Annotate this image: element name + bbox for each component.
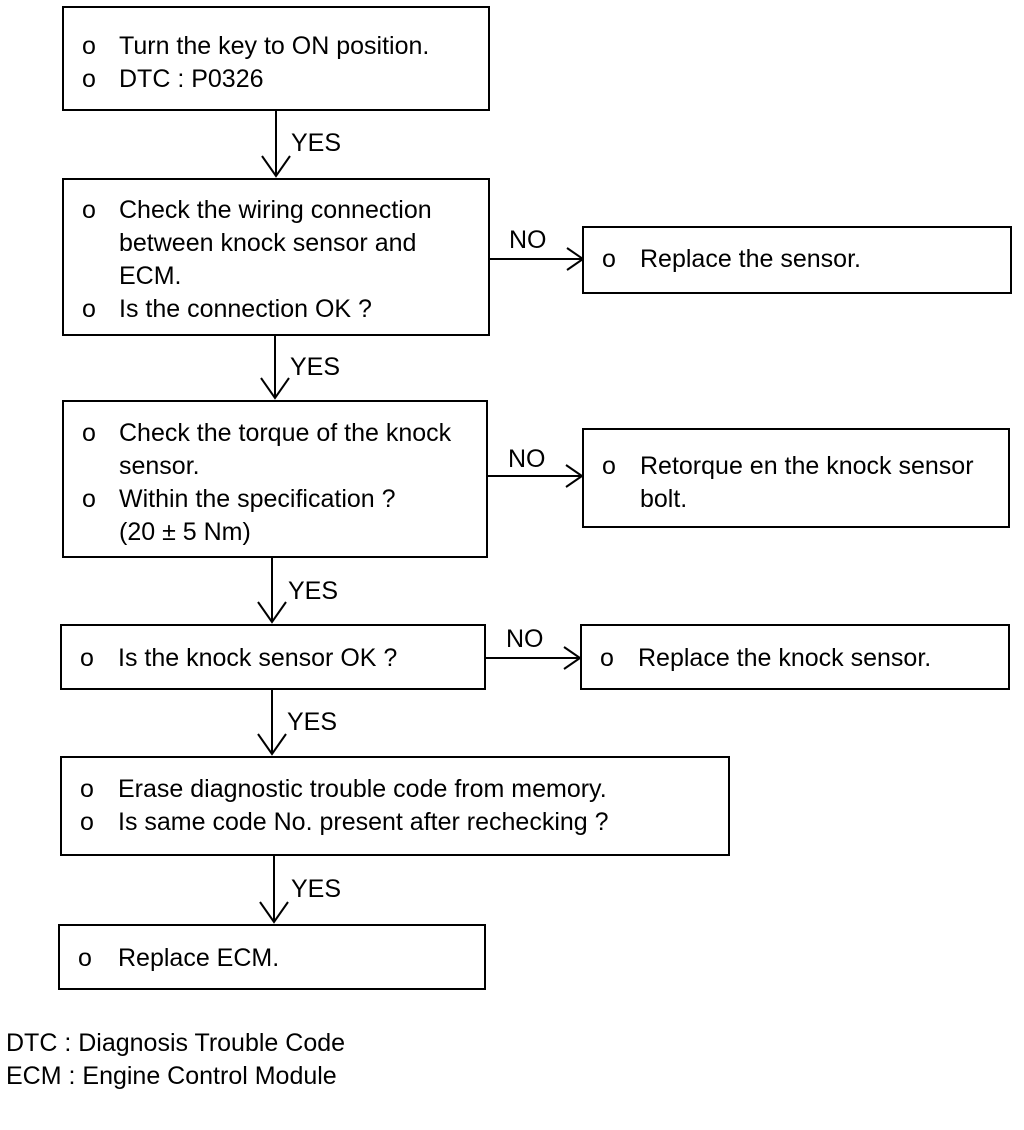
- no-label: NO: [509, 226, 547, 254]
- yes-arrowhead-1: [261, 155, 291, 178]
- bullet: o: [602, 245, 616, 273]
- step-1-line-1: Turn the key to ON position.: [119, 32, 430, 60]
- step-2-line-2: between knock sensor and: [119, 229, 417, 257]
- step-2-line-4: Is the connection OK ?: [119, 295, 372, 323]
- step-box-4: o Is the knock sensor OK ?: [60, 624, 486, 690]
- yes-label: YES: [290, 353, 341, 381]
- yes-label: YES: [291, 875, 342, 903]
- yes-label: YES: [288, 577, 339, 605]
- step-3-line-4: (20 ± 5 Nm): [119, 518, 251, 546]
- bullet: o: [600, 644, 614, 672]
- bullet: o: [80, 808, 94, 836]
- bullet: o: [82, 295, 96, 323]
- step-3-line-1: Check the torque of the knock: [119, 419, 452, 447]
- yes-arrowhead-2: [260, 377, 290, 400]
- step-box-2: o Check the wiring connection between kn…: [62, 178, 490, 336]
- action-box-2: o Retorque en the knock sensor bolt.: [582, 428, 1010, 528]
- step-box-3: o Check the torque of the knock sensor. …: [62, 400, 488, 558]
- step-1-line-2: DTC : P0326: [119, 65, 264, 93]
- action-1-line-1: Replace the sensor.: [640, 245, 861, 273]
- step-6-line-1: Replace ECM.: [118, 944, 280, 972]
- bullet: o: [82, 65, 96, 93]
- step-3-line-3: Within the specification ?: [119, 485, 396, 513]
- bullet: o: [82, 32, 96, 60]
- bullet: o: [602, 452, 616, 480]
- no-label: NO: [506, 625, 544, 653]
- action-2-line-1: Retorque en the knock sensor: [640, 452, 974, 480]
- no-label: NO: [508, 445, 546, 473]
- step-box-5: o Erase diagnostic trouble code from mem…: [60, 756, 730, 856]
- step-box-6: o Replace ECM.: [58, 924, 486, 990]
- bullet: o: [82, 485, 96, 513]
- bullet: o: [80, 644, 94, 672]
- legend-ecm: ECM : Engine Control Module: [6, 1062, 337, 1090]
- action-box-1: o Replace the sensor.: [582, 226, 1012, 294]
- step-2-line-1: Check the wiring connection: [119, 196, 432, 224]
- yes-label: YES: [291, 129, 342, 157]
- action-2-line-2: bolt.: [640, 485, 688, 513]
- yes-arrowhead-5: [259, 901, 289, 924]
- bullet: o: [82, 419, 96, 447]
- step-box-1: o Turn the key to ON position. o DTC : P…: [62, 6, 490, 111]
- bullet: o: [78, 944, 92, 972]
- yes-arrowhead-4: [257, 733, 287, 756]
- bullet: o: [80, 775, 94, 803]
- yes-label: YES: [287, 708, 338, 736]
- action-3-line-1: Replace the knock sensor.: [638, 644, 932, 672]
- legend-dtc: DTC : Diagnosis Trouble Code: [6, 1029, 346, 1057]
- action-box-3: o Replace the knock sensor.: [580, 624, 1010, 690]
- step-4-line-1: Is the knock sensor OK ?: [118, 644, 398, 672]
- step-5-line-1: Erase diagnostic trouble code from memor…: [118, 775, 607, 803]
- step-5-line-2: Is same code No. present after recheckin…: [118, 808, 609, 836]
- bullet: o: [82, 196, 96, 224]
- step-3-line-2: sensor.: [119, 452, 200, 480]
- yes-arrowhead-3: [257, 601, 287, 624]
- step-2-line-3: ECM.: [119, 262, 182, 290]
